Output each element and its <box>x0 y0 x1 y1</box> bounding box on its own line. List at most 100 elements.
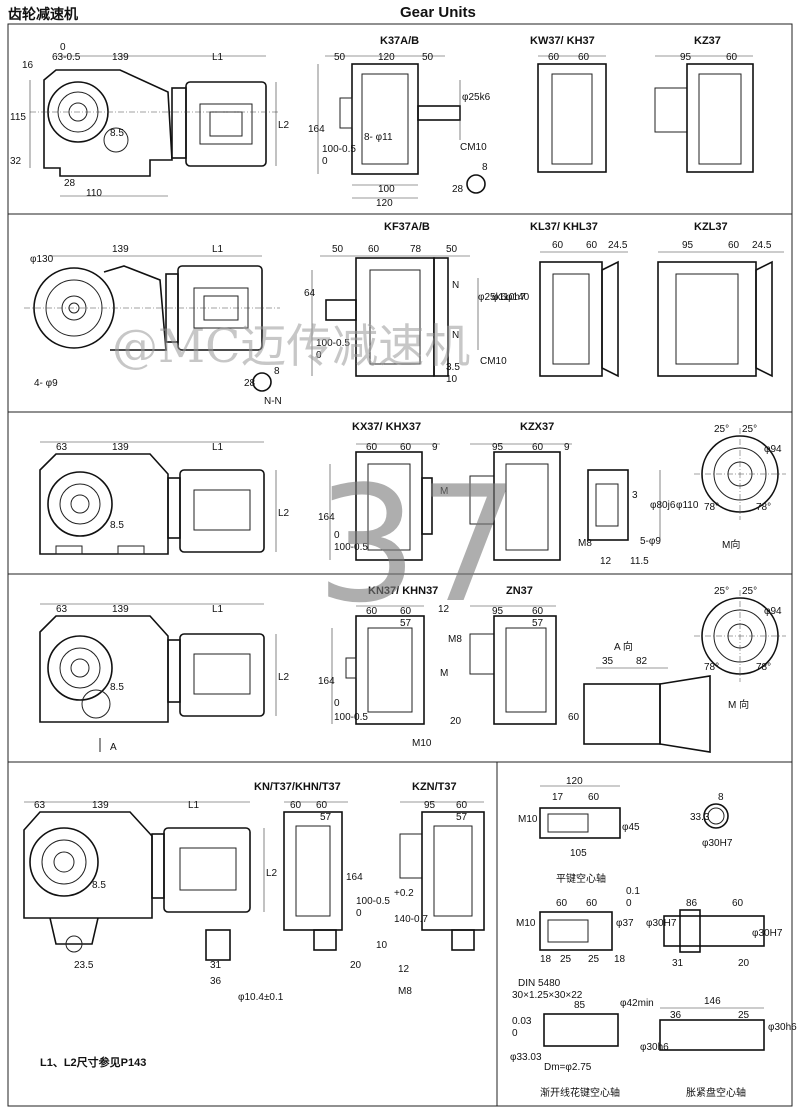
dim-label: 30×1.25×30×22 <box>512 990 583 1001</box>
dim-label: 0 <box>512 1028 518 1039</box>
dim-label: M10 <box>516 918 536 929</box>
dim-label: φ30h6 <box>640 1042 669 1053</box>
dim-label: 28 <box>452 184 464 195</box>
dim-label: 60 <box>586 240 598 251</box>
section-2-drawings <box>24 251 784 392</box>
title-chinese: 齿轮减速机 <box>8 6 78 22</box>
dim-label: 0 <box>322 156 328 167</box>
dim-label: CM10 <box>480 356 507 367</box>
dim-label: 25° <box>714 586 729 597</box>
dim-label: 35 <box>602 656 614 667</box>
dim-label: 120 <box>376 198 393 209</box>
dim-label: M10 <box>518 814 538 825</box>
dim-label: L2 <box>278 120 290 131</box>
view-title: A 向 <box>614 640 633 653</box>
dim-label: A <box>110 742 117 753</box>
dim-label: 20 <box>450 716 462 727</box>
dim-label: 50 <box>422 52 434 63</box>
dim-label: 110 <box>86 188 102 199</box>
dim-label: 95 <box>682 240 694 251</box>
dim-label: 0 <box>334 698 340 709</box>
dim-label: 11.5 <box>630 556 649 567</box>
dim-label: 63-0.5 <box>52 52 81 63</box>
dim-label: 8 <box>482 162 488 173</box>
dim-label: M10 <box>412 738 432 749</box>
section-2-labels: KF37A/B KL37/ KHL37 KZL37 φ130 139 L1 4-… <box>30 221 772 407</box>
section-5-labels: KN/T37/KHN/T37 KZN/T37 平键空心轴 渐开线花键空心轴 胀紧… <box>34 776 797 1099</box>
dim-label: 57 <box>320 812 332 823</box>
dim-label: 9 <box>432 442 438 453</box>
dim-label: φ30h6 <box>768 1022 797 1033</box>
dim-label: 105 <box>570 848 587 859</box>
dim-label: 18 <box>614 954 626 965</box>
dim-label: 18 <box>540 954 552 965</box>
dim-label: φ140 <box>506 292 530 303</box>
dim-label: 57 <box>532 618 544 629</box>
section-3-drawings <box>39 428 786 561</box>
view-title: KL37/ KHL37 <box>530 221 598 233</box>
dim-label: 25° <box>742 586 757 597</box>
dim-label: 28 <box>244 378 256 389</box>
dim-label: φ94 <box>764 606 782 617</box>
section-1-drawings <box>29 55 754 199</box>
dim-label: 120 <box>566 776 583 787</box>
dim-label: 0 <box>316 350 322 361</box>
dim-label: 60 <box>532 606 544 617</box>
dim-label: 25 <box>560 954 572 965</box>
dim-label: 8.5 <box>110 128 124 139</box>
dim-label: 164 <box>346 872 363 883</box>
section-4-drawings <box>39 590 786 753</box>
dim-label: 0 <box>626 898 632 909</box>
dim-label: 5-φ9 <box>640 536 661 547</box>
dim-label: φ30H7 <box>702 838 733 849</box>
dim-label: M <box>440 668 448 679</box>
dim-label: 9 <box>564 442 570 453</box>
view-title: KW37/ KH37 <box>530 35 595 47</box>
dim-label: 95 <box>424 800 436 811</box>
dim-label: 50 <box>334 52 346 63</box>
dim-label: 31 <box>672 958 684 969</box>
dim-label: 139 <box>112 244 129 255</box>
dim-label: L2 <box>266 868 278 879</box>
dim-label: N <box>452 330 459 341</box>
dim-label: 36 <box>210 976 222 987</box>
dim-label: 100-0.5 <box>316 338 350 349</box>
dim-label: 8- φ11 <box>364 132 393 143</box>
dim-label: 60 <box>366 606 378 617</box>
view-title: M向 <box>722 538 740 551</box>
dim-label: 8.5 <box>92 880 106 891</box>
dim-label: 60 <box>316 800 328 811</box>
dim-label: 60 <box>552 240 564 251</box>
dim-label: 3 <box>632 490 638 501</box>
dim-label: 78° <box>704 662 719 673</box>
dim-label: 12 <box>398 964 410 975</box>
view-title: KZN/T37 <box>412 781 457 793</box>
dim-label: 50 <box>446 244 458 255</box>
dim-label: 139 <box>92 800 109 811</box>
dim-label: 25 <box>588 954 600 965</box>
dim-label: 16 <box>22 60 34 71</box>
dim-label: 8 <box>274 366 280 377</box>
dim-label: 57 <box>400 618 412 629</box>
dim-label: L2 <box>278 672 290 683</box>
dim-label: 10 <box>446 374 458 385</box>
dim-label: 63 <box>34 800 46 811</box>
dim-label: 60 <box>556 898 568 909</box>
dim-label: 23.5 <box>74 960 94 971</box>
dim-label: 60 <box>400 442 412 453</box>
dim-label: 60 <box>568 712 580 723</box>
section-1-labels: K37A/B KW37/ KH37 KZ37 0 63-0.5 139 L1 1… <box>10 35 738 209</box>
dim-label: 8.5 <box>110 682 124 693</box>
dim-label: L1 <box>212 604 224 615</box>
dim-label: 85 <box>574 1000 586 1011</box>
dim-label: 57 <box>456 812 468 823</box>
dim-label: 63 <box>56 604 68 615</box>
dim-label: 24.5 <box>608 240 628 251</box>
dim-label: φ80j6 <box>650 500 676 511</box>
section-3-labels: KX37/ KHX37 KZX37 M向 63 139 L1 8.5 L2 60… <box>56 421 782 567</box>
dim-label: 60 <box>366 442 378 453</box>
dim-label: 78° <box>704 502 719 513</box>
dim-label: 25 <box>738 1010 750 1021</box>
watermark-series-number: 37 <box>316 451 520 638</box>
dim-label: L2 <box>278 508 290 519</box>
